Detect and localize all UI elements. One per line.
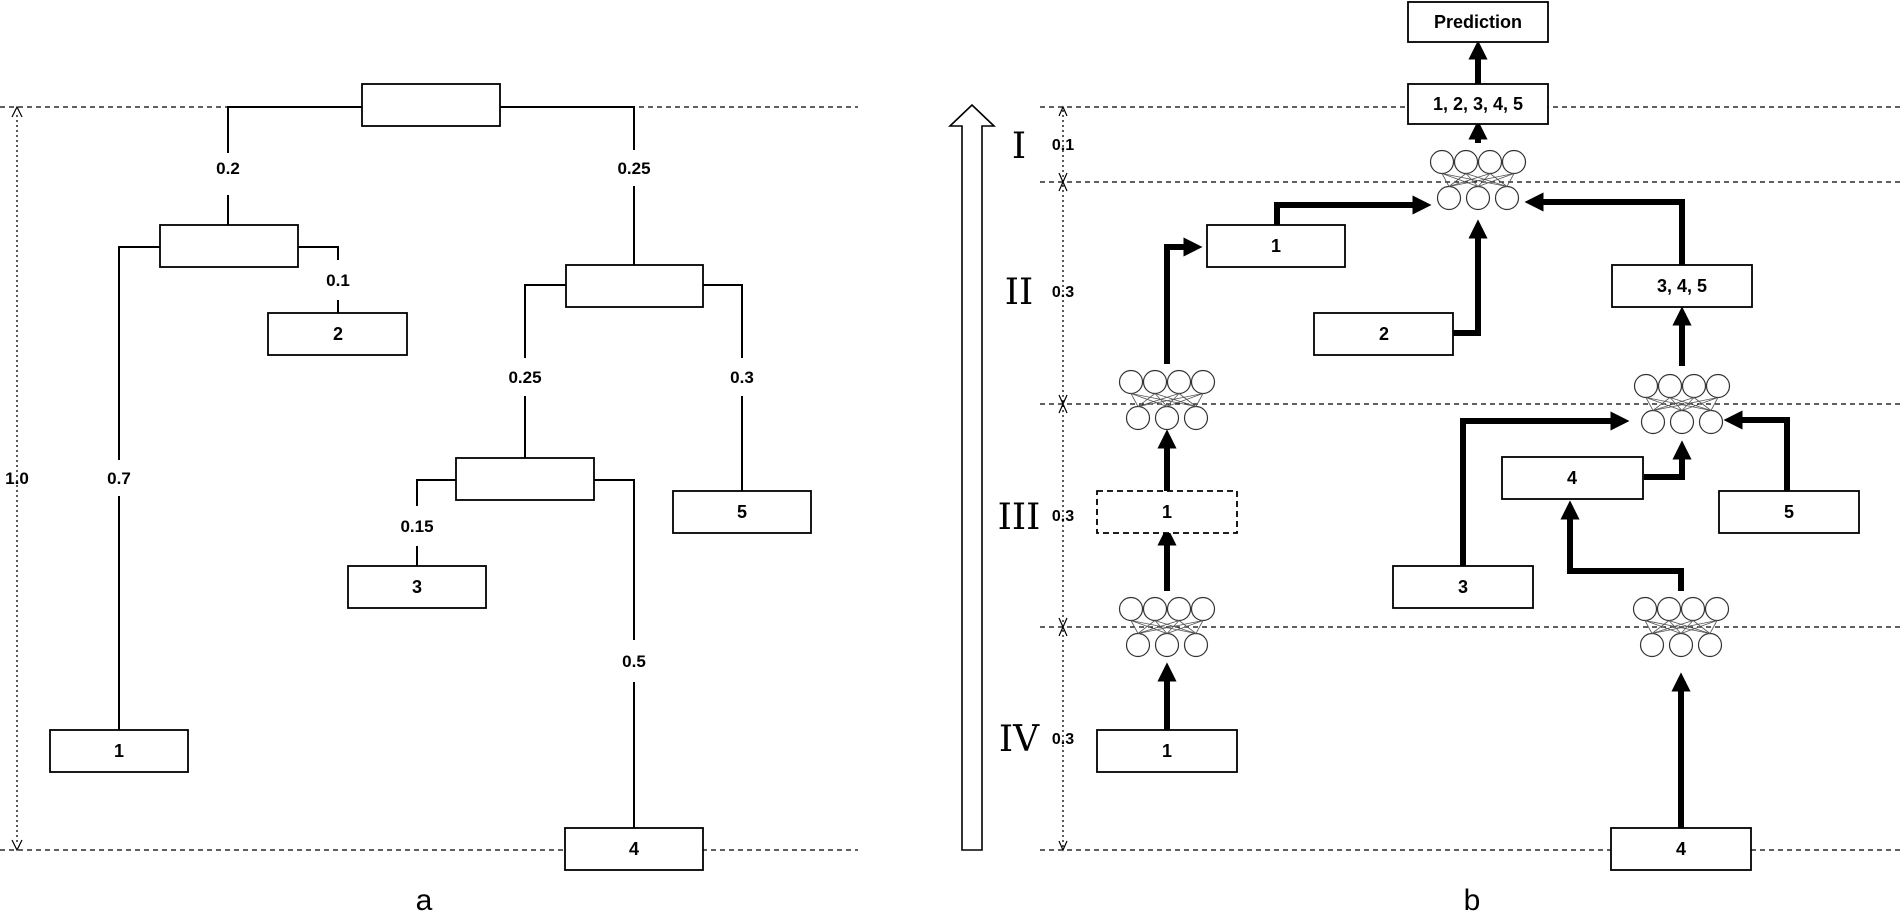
- internal-node-3-4-5: [565, 264, 704, 308]
- level-numeral-3: III: [998, 497, 1041, 538]
- panel-a-caption: a: [416, 884, 433, 912]
- weight-n34-to-4: 0.5: [622, 652, 646, 671]
- leaf-box-3: [347, 565, 487, 609]
- leaf-label-1: 1: [114, 741, 124, 761]
- height-axis-arrow-top: [11, 105, 23, 118]
- box-level2-1: [1206, 224, 1346, 268]
- box-level4-1-label: 1: [1162, 741, 1172, 761]
- weight-n345-to-5: 0.3: [730, 368, 754, 387]
- arrow-nn-left-3-to-lvl2-1: [1164, 237, 1203, 364]
- leaf-label-2: 2: [333, 324, 343, 344]
- box-level3-4-label: 4: [1567, 468, 1577, 488]
- weight-n34-to-3: 0.15: [400, 517, 433, 536]
- leaf-label-5: 5: [737, 502, 747, 522]
- prediction-label: Prediction: [1434, 12, 1522, 32]
- level-numeral-2: II: [1005, 272, 1033, 313]
- final-ensemble-label: 1, 2, 3, 4, 5: [1433, 94, 1523, 114]
- internal-node-3-4: [455, 457, 595, 501]
- weight-root-right: 0.25: [617, 159, 650, 178]
- box-level2-345-label: 3, 4, 5: [1657, 276, 1707, 296]
- branch-n12-right: [298, 246, 339, 260]
- box-level3-4: [1501, 456, 1644, 500]
- branch-root-left: [227, 106, 362, 153]
- branch-n345-right: [703, 284, 743, 358]
- branch-n34-right: [594, 479, 635, 640]
- height-axis-arrow-bottom: [11, 839, 23, 852]
- height-label: 1.0: [5, 469, 29, 488]
- arrow-lvl2-1-to-nn1: [1274, 195, 1432, 225]
- box-level2-345: [1611, 264, 1753, 308]
- branch-n34-left: [416, 479, 456, 506]
- root-node: [361, 83, 501, 127]
- neural-net-icon-left-level2: [1118, 369, 1216, 431]
- arrow-lvl3-5-to-nn-right-3: [1723, 410, 1790, 491]
- level-numeral-4: IV: [999, 719, 1040, 760]
- final-ensemble-box: [1407, 83, 1549, 125]
- branch-root-right: [500, 106, 635, 150]
- panel-b: I II III IV 0.1 0.3 0.3 0.3: [948, 1, 1903, 912]
- ruler-tick-4: [1058, 617, 1068, 637]
- weight-root-left: 0.2: [216, 159, 240, 178]
- arrow-lvl2-345-to-nn1: [1524, 192, 1685, 265]
- leaf-box-1: [49, 729, 189, 773]
- neural-net-icon-level1: [1429, 149, 1527, 211]
- panel-b-caption: b: [1464, 884, 1481, 912]
- box-level2-1-label: 1: [1271, 236, 1281, 256]
- ruler-tick-2: [1058, 172, 1068, 192]
- box-level4-4-label: 4: [1676, 839, 1686, 859]
- arrow-lvl2-2-to-nn1: [1452, 219, 1488, 336]
- weight-n12-to-2: 0.1: [326, 271, 350, 290]
- box-level4-1: [1096, 729, 1238, 773]
- level-numeral-1: I: [1012, 126, 1026, 167]
- branch-n12-left: [118, 246, 160, 460]
- level-height-4: 0.3: [1052, 731, 1074, 748]
- leaf-box-5: [672, 490, 812, 534]
- box-level3-5: [1718, 490, 1860, 534]
- box-level4-4: [1610, 827, 1752, 871]
- prediction-box: [1407, 1, 1549, 43]
- box-level2-2: [1313, 312, 1454, 356]
- leaf-box-4: [564, 827, 704, 871]
- box-level3-3: [1392, 565, 1534, 609]
- level-height-3: 0.3: [1052, 508, 1074, 525]
- arrow-nn-right-4-to-lvl3-4: [1560, 500, 1684, 591]
- ruler-tick-1: [1058, 105, 1068, 117]
- panel-a: 1 2 3 4 5 0.2 0.25 0.1 0.25 0.3 0.7 0.15…: [0, 83, 858, 912]
- branch-n345-left: [524, 284, 566, 358]
- ruler-tick-3: [1058, 394, 1068, 414]
- arrow-lvl3-3-to-nn-right-3: [1460, 411, 1630, 566]
- direction-arrow: [948, 103, 996, 851]
- leaf-label-4: 4: [629, 839, 639, 859]
- box-level2-2-label: 2: [1379, 324, 1389, 344]
- level-height-1: 0.1: [1052, 137, 1074, 154]
- weight-n12-to-1: 0.7: [107, 469, 131, 488]
- box-level3-5-label: 5: [1784, 502, 1794, 522]
- weight-n345-to-n34: 0.25: [508, 368, 541, 387]
- box-level3-3-label: 3: [1458, 577, 1468, 597]
- arrow-lvl3-4-to-nn-right-3: [1644, 440, 1692, 480]
- leaf-box-2: [267, 312, 408, 356]
- box-level3-1-dashed: [1096, 490, 1238, 534]
- ruler-tick-5: [1058, 840, 1068, 852]
- level-height-2: 0.3: [1052, 284, 1074, 301]
- box-level3-1-label: 1: [1162, 502, 1172, 522]
- internal-node-1-2: [159, 224, 299, 268]
- leaf-label-3: 3: [412, 577, 422, 597]
